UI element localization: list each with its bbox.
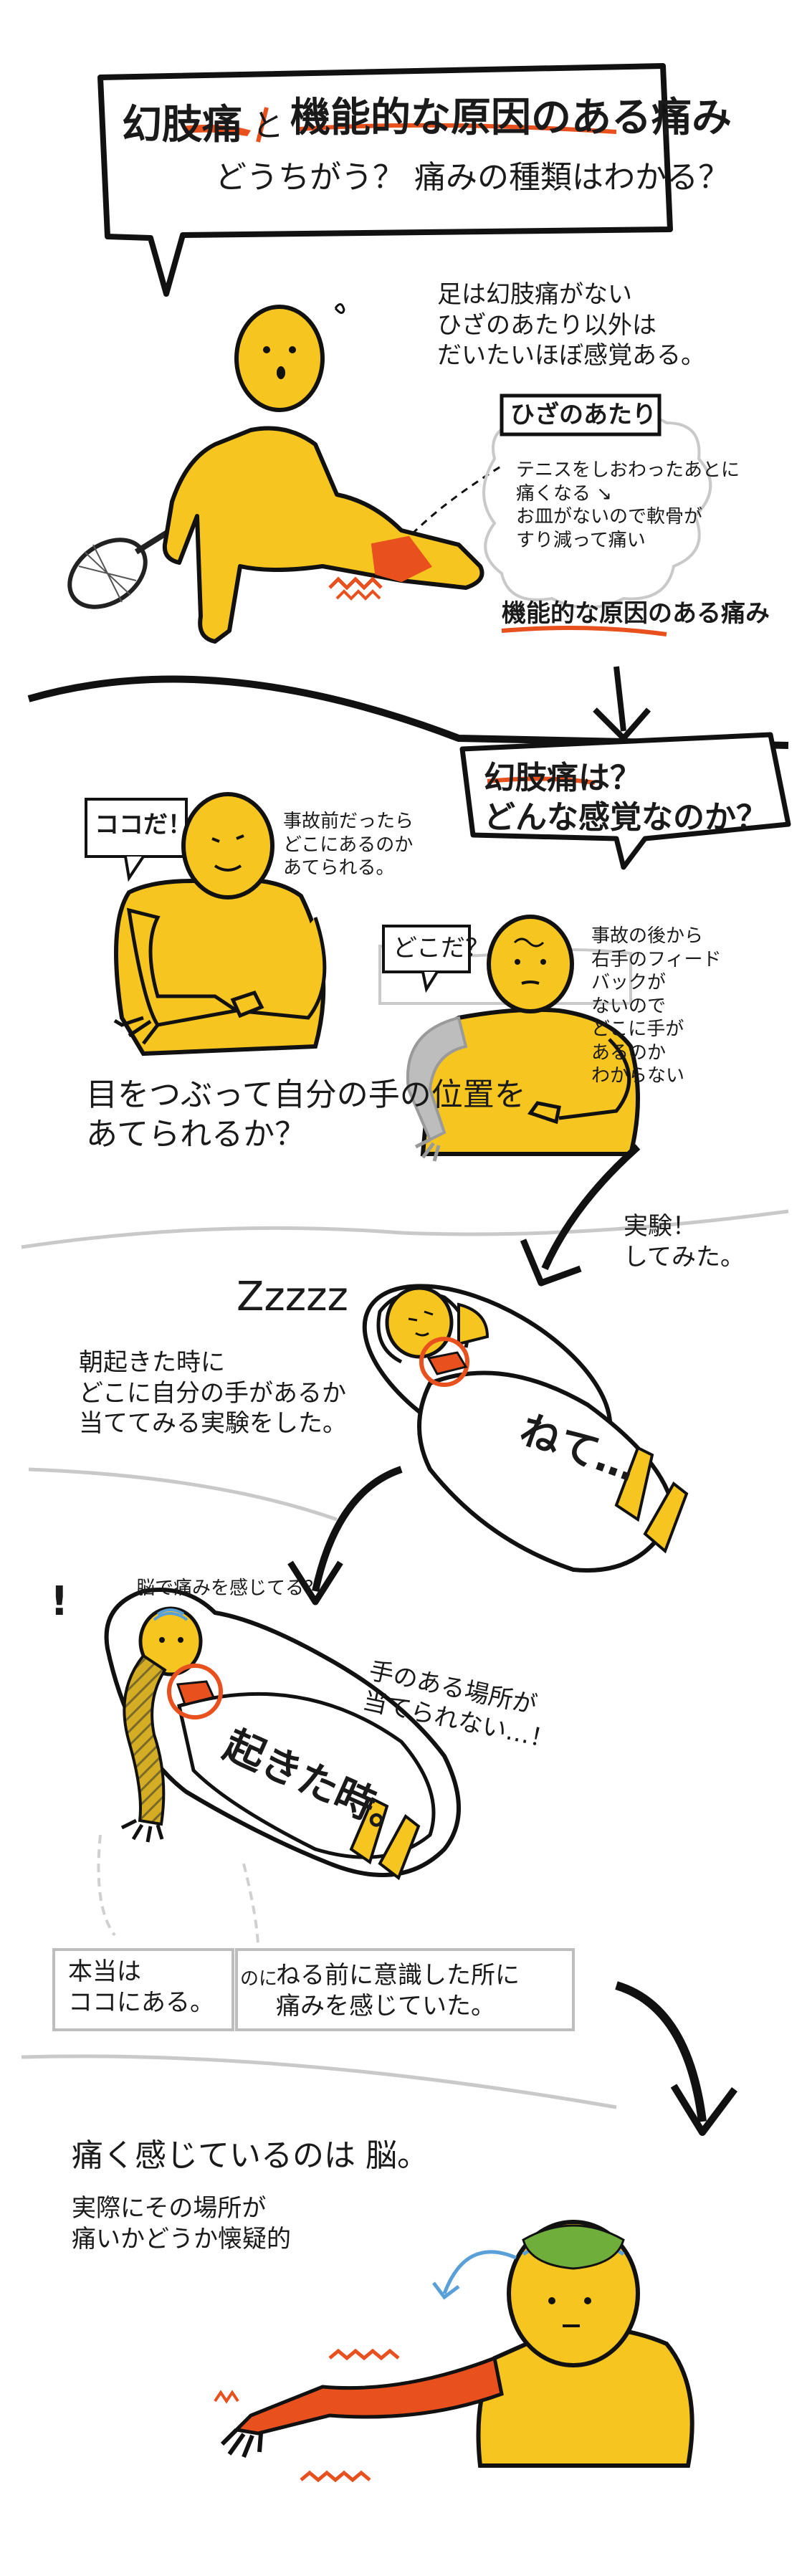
knee-cloud (482, 393, 712, 636)
eyes-closed: 目をつぶって自分の手の位置を あてられるか？ (86, 1077, 526, 1153)
title-box (97, 63, 673, 297)
question-phantom: 幻肢痛は？ どんな感覚なのか？ (484, 760, 768, 836)
where-bubble: どこだ？ (393, 934, 490, 963)
knee-label: ひざのあたり (510, 401, 656, 429)
title-functional-pain: 機能的な原因のある痛み (290, 95, 732, 141)
here-bubble: ココだ！ (95, 811, 192, 839)
felt-pain: ねる前に意識した所に 痛みを感じていた。 (276, 1961, 520, 2021)
title-and: と (252, 108, 284, 144)
knee-detail: テニスをしおわったあとに 痛くなる ↘ お皿がないので軟骨が すり減って痛い (516, 459, 740, 551)
after-accident: 事故の後から 右手のフィード バックが ないので どこに手が あるのか わからな… (591, 925, 722, 1087)
brain-feels: 痛く感じているのは 脳。 (72, 2137, 429, 2174)
tennis-figure (67, 303, 502, 644)
brain-pain: 脳で痛みを感じてる？ (136, 1578, 323, 1599)
actual-box (52, 1948, 575, 2031)
sleeping-figure (362, 1284, 689, 1573)
exclaim: ! (50, 1578, 69, 1625)
noni: のに (240, 1968, 278, 1990)
experiment: 実験！ してみた。 (624, 1212, 745, 1272)
note-leg: 足は幻肢痛がない ひざのあたり以外は だいたいほぼ感覚ある。 (437, 280, 705, 370)
zzz: Zzzzz (237, 1274, 348, 1320)
thinking-figure (214, 2220, 694, 2483)
figure-doesnt-know-hand (378, 915, 640, 1162)
figure-knows-hand (85, 792, 327, 1056)
woke-figure (97, 1588, 461, 1950)
actually-here: 本当は ココにある。 (68, 1957, 214, 2017)
question-box (459, 732, 791, 870)
title-phantom-pain: 幻肢痛 (122, 102, 242, 148)
title-question: どうちがう？ 痛みの種類はわかる？ (215, 159, 730, 196)
knee-result: 機能的な原因のある痛み (502, 599, 770, 628)
doubt: 実際にその場所が 痛いかどうか懐疑的 (72, 2194, 291, 2253)
experiment-description: 朝起きた時に どこに自分の手があるか 当ててみる実験をした。 (79, 1348, 347, 1438)
before-accident: 事故前だったら どこにあるのか あてられる。 (283, 811, 414, 879)
